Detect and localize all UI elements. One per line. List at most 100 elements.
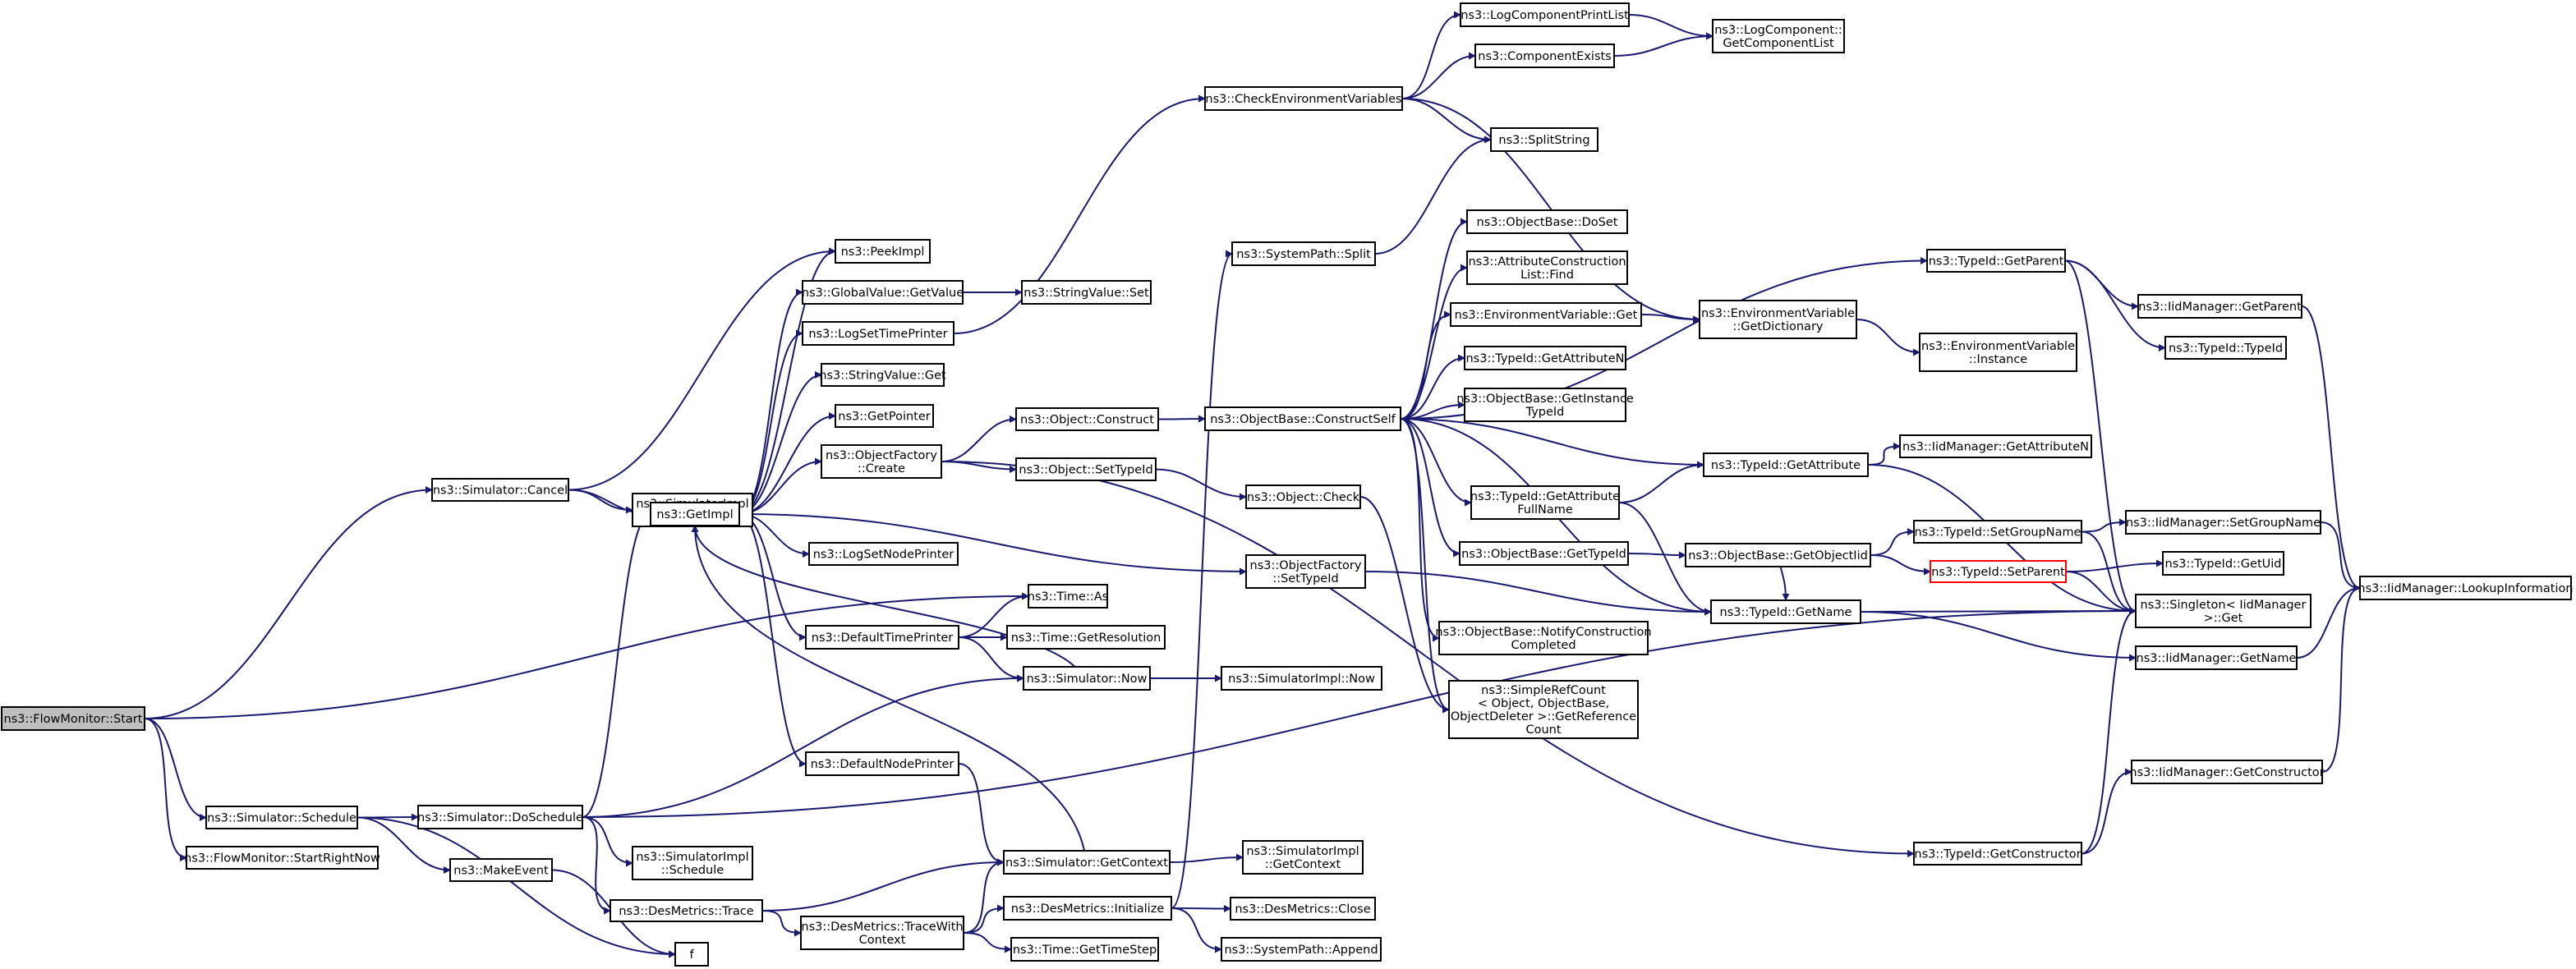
node-time_gettimestep[interactable]: ns3::Time::GetTimeStep (1010, 937, 1159, 962)
node-box (2162, 551, 2284, 576)
node-box (186, 846, 379, 870)
node-logcomp_getlist[interactable]: ns3::LogComponent::GetComponentList (1712, 19, 1845, 53)
node-label: ns3::DefaultTimePrinter (812, 631, 953, 645)
node-simimpl_schedule[interactable]: ns3::SimulatorImpl::Schedule (632, 846, 753, 880)
node-box (610, 899, 763, 922)
node-singleton_get[interactable]: ns3::Singleton< IidManager>::Get (2135, 594, 2312, 628)
node-sv_set[interactable]: ns3::StringValue::Set (1021, 280, 1152, 305)
node-envvar_getdict[interactable]: ns3::EnvironmentVariable::GetDictionary (1699, 300, 1857, 339)
node-label: ns3::Object::SetTypeId (1019, 464, 1152, 477)
node-componentexists[interactable]: ns3::ComponentExists (1474, 44, 1615, 68)
node-defaulttimeprinter[interactable]: ns3::DefaultTimePrinter (805, 625, 959, 650)
node-des_trace[interactable]: ns3::DesMetrics::Trace (610, 899, 763, 922)
node-syspath_append[interactable]: ns3::SystemPath::Append (1221, 937, 1382, 962)
node-obj_construct[interactable]: ns3::Object::Construct (1015, 407, 1159, 431)
node-time_as[interactable]: ns3::Time::As (1028, 584, 1108, 608)
edge-sim_doschedule-to-des_trace (582, 816, 611, 915)
node-label: ns3::ObjectBase::GetTypeId (1461, 548, 1626, 561)
node-label: TypeId (1525, 406, 1565, 419)
node-ob_gettypeid[interactable]: ns3::ObjectBase::GetTypeId (1459, 541, 1629, 566)
node-label: ns3::ObjectFactory (826, 449, 937, 462)
node-box (1021, 280, 1152, 305)
node-peekimpl[interactable]: ns3::PeekImpl (835, 239, 931, 264)
node-iid_lookupinfo[interactable]: ns3::IidManager::LookupInformation (2358, 576, 2574, 600)
node-box (431, 478, 569, 502)
node-iid_getattributen[interactable]: ns3::IidManager::GetAttributeN (1899, 434, 2092, 458)
node-splitstring[interactable]: ns3::SplitString (1490, 127, 1598, 152)
node-label: ns3::IidManager::LookupInformation (2358, 582, 2573, 595)
node-label: ns3::TypeId::GetName (1720, 606, 1852, 619)
node-gv_getvalue[interactable]: ns3::GlobalValue::GetValue (802, 280, 964, 305)
node-logcompprintlist[interactable]: ns3::LogComponentPrintList (1460, 2, 1630, 27)
node-box (800, 916, 964, 950)
node-logsettimeprinter[interactable]: ns3::LogSetTimePrinter (802, 321, 954, 346)
node-defaultnodeprinter[interactable]: ns3::DefaultNodePrinter (805, 751, 959, 776)
node-label: ns3::Time::GetResolution (1011, 631, 1162, 645)
node-simplerefcount[interactable]: ns3::SimpleRefCount< Object, ObjectBase,… (1448, 680, 1639, 739)
node-ob_constructself[interactable]: ns3::ObjectBase::ConstructSelf (1204, 406, 1401, 431)
edge-tid_setgroupname-to-iid_setgroupname (2081, 518, 2127, 533)
node-label: ns3::ObjectBase::DoSet (1477, 216, 1618, 229)
node-getimpl[interactable]: ns3::GetImpl (650, 502, 740, 526)
node-sv_get[interactable]: ns3::StringValue::Get (819, 363, 946, 387)
node-tid_getname[interactable]: ns3::TypeId::GetName (1710, 599, 1861, 624)
node-box (1464, 346, 1626, 370)
node-ob_notifyconstruction[interactable]: ns3::ObjectBase::NotifyConstructionCompl… (1435, 621, 1652, 655)
node-obj_settypeid[interactable]: ns3::Object::SetTypeId (1015, 457, 1157, 481)
node-sim_doschedule[interactable]: ns3::Simulator::DoSchedule (417, 805, 583, 829)
node-logsetnodeprinter[interactable]: ns3::LogSetNodePrinter (808, 542, 959, 566)
node-tid_getattributen[interactable]: ns3::TypeId::GetAttributeN (1464, 346, 1626, 370)
node-simimpl_getcontext[interactable]: ns3::SimulatorImpl::GetContext (1242, 840, 1364, 875)
node-envvar_instance[interactable]: ns3::EnvironmentVariable::Instance (1919, 333, 2077, 372)
node-des_initialize[interactable]: ns3::DesMetrics::Initialize (1003, 896, 1172, 921)
node-fm_start[interactable]: ns3::FlowMonitor::Start (1, 706, 145, 731)
node-sim_cancel[interactable]: ns3::Simulator::Cancel (431, 478, 569, 502)
node-obj_check[interactable]: ns3::Object::Check (1245, 484, 1361, 509)
node-sim_getcontext[interactable]: ns3::Simulator::GetContext (1003, 850, 1171, 875)
node-box (1459, 541, 1629, 566)
node-iid_getconstructor[interactable]: ns3::IidManager::GetConstructor (2129, 760, 2325, 784)
edge-checkenv-to-splitstring (1401, 98, 1492, 144)
edge-sim_doschedule-to-getimpl (582, 510, 651, 818)
node-sim_now[interactable]: ns3::Simulator::Now (1023, 666, 1151, 691)
node-tid_typeid[interactable]: ns3::TypeId::TypeId (2164, 336, 2287, 360)
node-sim_schedule[interactable]: ns3::Simulator::Schedule (205, 806, 358, 829)
node-iid_getname[interactable]: ns3::IidManager::GetName (2135, 645, 2298, 670)
node-makeevent[interactable]: ns3::MakeEvent (449, 858, 553, 882)
node-f[interactable]: f (674, 942, 709, 967)
node-time_getresolution[interactable]: ns3::Time::GetResolution (1006, 625, 1166, 650)
node-tid_setgroupname[interactable]: ns3::TypeId::SetGroupName (1913, 520, 2082, 544)
node-des_close[interactable]: ns3::DesMetrics::Close (1230, 897, 1376, 921)
node-iid_getparent[interactable]: ns3::IidManager::GetParent (2137, 294, 2302, 319)
node-of_create[interactable]: ns3::ObjectFactory::Create (821, 444, 942, 479)
node-getpointer[interactable]: ns3::GetPointer (835, 404, 934, 428)
edge-of_create-to-obj_construct (941, 416, 1017, 462)
node-syspath_split[interactable]: ns3::SystemPath::Split (1231, 241, 1376, 266)
node-label: ns3::ComponentExists (1478, 50, 1612, 63)
node-of_settypeid[interactable]: ns3::ObjectFactory::SetTypeId (1245, 554, 1366, 589)
node-ob_doset[interactable]: ns3::ObjectBase::DoSet (1466, 209, 1628, 234)
node-label: < Object, ObjectBase, (1478, 697, 1609, 710)
edge-tid_getattrfullname-to-tid_getname (1618, 502, 1712, 616)
node-tid_getattribute[interactable]: ns3::TypeId::GetAttribute (1703, 452, 1869, 477)
node-fm_startrightnow[interactable]: ns3::FlowMonitor::StartRightNow (184, 846, 380, 870)
node-ob_getobjectiid[interactable]: ns3::ObjectBase::GetObjectIid (1685, 543, 1871, 567)
node-tid_setparent[interactable]: ns3::TypeId::SetParent (1930, 560, 2067, 583)
node-label: ns3::TypeId::SetGroupName (1914, 526, 2081, 540)
node-checkenv[interactable]: ns3::CheckEnvironmentVariables (1204, 86, 1403, 111)
node-iid_setgroupname[interactable]: ns3::IidManager::SetGroupName (2125, 510, 2321, 535)
node-envvar_get[interactable]: ns3::EnvironmentVariable::Get (1450, 302, 1642, 327)
node-box (1003, 896, 1172, 921)
node-tid_getparent[interactable]: ns3::TypeId::GetParent (1926, 249, 2066, 273)
node-box (1913, 842, 2082, 866)
node-tid_getuid[interactable]: ns3::TypeId::GetUid (2162, 551, 2284, 576)
node-simimpl_now[interactable]: ns3::SimulatorImpl::Now (1221, 666, 1382, 691)
edge-ob_constructself-to-tid_getattribute (1400, 418, 1704, 469)
node-tid_getconstructor[interactable]: ns3::TypeId::GetConstructor (1913, 842, 2082, 866)
edge-sim_schedule-to-makeevent (356, 816, 451, 874)
